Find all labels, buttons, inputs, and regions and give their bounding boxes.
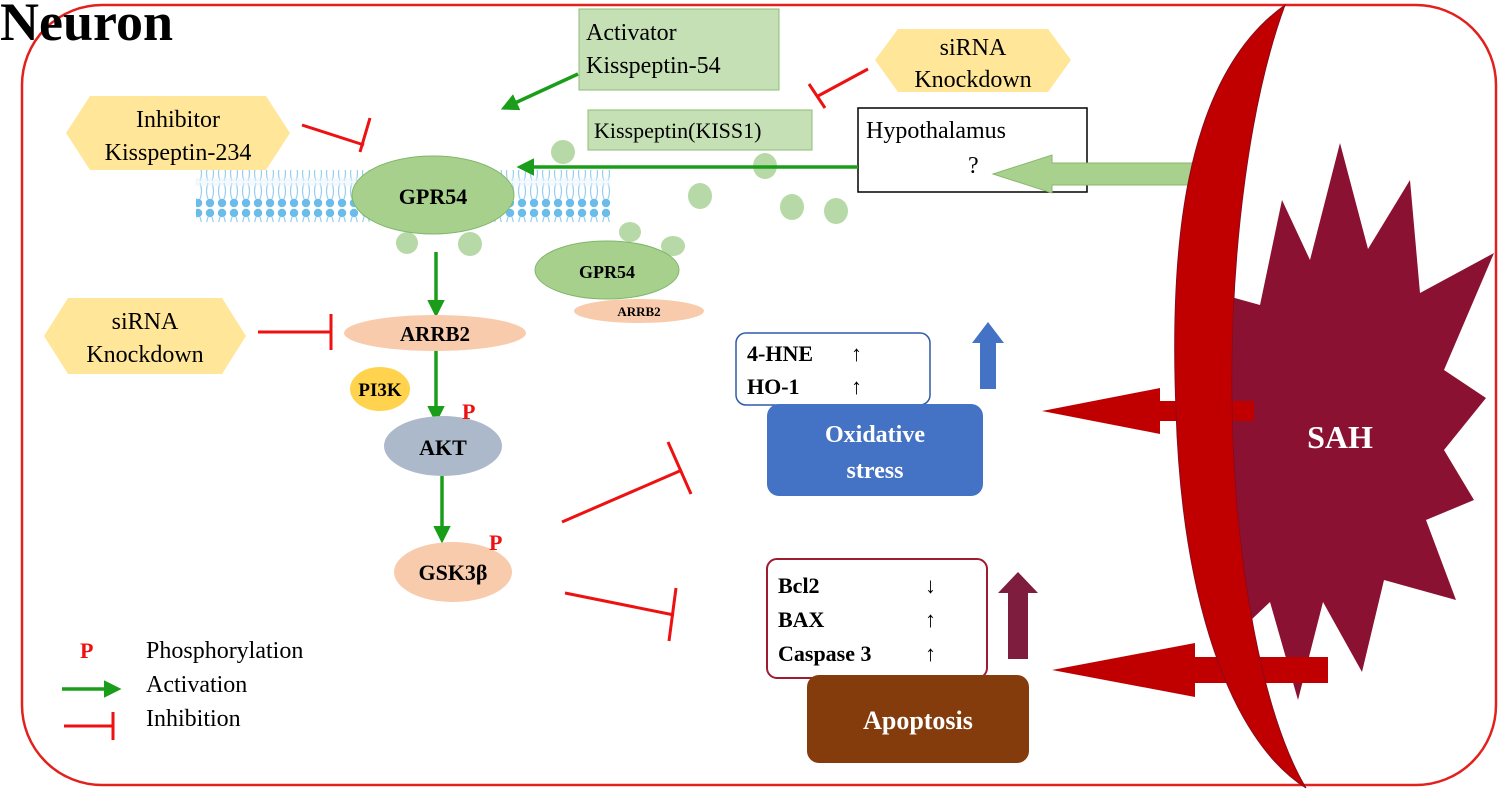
apoptosis-marker-1-arrow: ↓ bbox=[925, 573, 936, 598]
arrb2-internalized-label: ARRB2 bbox=[617, 304, 660, 319]
sirna-top-line2: Knockdown bbox=[914, 67, 1031, 93]
legend-activation-label: Activation bbox=[146, 672, 247, 698]
gpr54-internalized-label: GPR54 bbox=[579, 262, 635, 282]
inhibitor-inhibit-line bbox=[301, 123, 365, 147]
apoptosis-label: Apoptosis bbox=[863, 706, 973, 735]
legend-phosphorylation-label: Phosphorylation bbox=[146, 638, 303, 664]
apoptosis-marker-3-arrow: ↑ bbox=[925, 641, 936, 666]
sah-label: SAH bbox=[1307, 419, 1373, 455]
legend-inhibition-label: Inhibition bbox=[146, 706, 241, 732]
sirna-top-hexagon bbox=[875, 29, 1071, 92]
gsk3b-node bbox=[394, 542, 512, 602]
kisspeptin-box bbox=[587, 109, 813, 151]
sah-to-apoptosis-arrow bbox=[1052, 643, 1328, 697]
akt-label: AKT bbox=[419, 435, 467, 460]
arrb2-label: ARRB2 bbox=[400, 322, 470, 346]
kisspeptin-label: Kisspeptin(KISS1) bbox=[594, 118, 761, 143]
arrb2-internalized bbox=[574, 299, 704, 323]
inhibitor-hexagon bbox=[66, 96, 290, 170]
hypothalamus-question: ? bbox=[968, 153, 979, 179]
gpr54-receptor bbox=[351, 155, 515, 235]
sah-to-oxidative-arrow bbox=[1042, 388, 1254, 434]
gsk3b-label: GSK3β bbox=[418, 560, 487, 585]
activator-line1: Activator bbox=[586, 20, 677, 46]
akt-node bbox=[384, 416, 502, 476]
sirna-top-inhibit-line bbox=[817, 67, 869, 98]
oxidative-stress-line1: Oxidative bbox=[825, 422, 925, 448]
oxidative-increase-arrow bbox=[972, 322, 1004, 389]
activator-line2: Kisspeptin-54 bbox=[586, 53, 721, 79]
inhibitor-line1: Inhibitor bbox=[136, 107, 220, 133]
gpr54-internalized bbox=[534, 240, 680, 300]
apoptosis-marker-2-arrow: ↑ bbox=[925, 607, 936, 632]
kisspeptin-particles bbox=[396, 140, 848, 256]
skull-crescent bbox=[1174, 3, 1307, 789]
arrb2-node bbox=[344, 315, 526, 351]
apoptosis-increase-arrow bbox=[998, 572, 1038, 659]
sirna-left-line2: Knockdown bbox=[86, 342, 203, 368]
diagram-title: Neuron bbox=[0, 0, 173, 52]
oxidative-stress-box bbox=[767, 404, 983, 496]
oxidative-marker-1-name: 4-HNE bbox=[747, 341, 813, 366]
sirna-left-hexagon bbox=[44, 298, 246, 374]
activator-arrow bbox=[500, 72, 579, 111]
akt-phospho-mark: P bbox=[462, 399, 475, 424]
sah-starburst bbox=[1190, 143, 1494, 700]
pi3k-label: PI3K bbox=[358, 380, 402, 401]
gsk3b-inhibit-oxidative-line bbox=[561, 468, 683, 524]
oxidative-marker-2-name: HO-1 bbox=[747, 374, 800, 399]
apoptosis-marker-2-name: BAX bbox=[778, 607, 825, 632]
oxidative-marker-2-arrow: ↑ bbox=[851, 374, 862, 399]
hypothalamus-label: Hypothalamus bbox=[866, 118, 1006, 144]
gsk3b-phospho-mark: P bbox=[489, 530, 502, 555]
oxidative-stress-line2: stress bbox=[847, 458, 904, 484]
gpr54-label: GPR54 bbox=[399, 184, 467, 209]
apoptosis-marker-1-name: Bcl2 bbox=[778, 573, 820, 598]
legend-phospho-symbol: P bbox=[80, 638, 93, 663]
sirna-left-line1: siRNA bbox=[112, 309, 179, 335]
apoptosis-marker-3-name: Caspase 3 bbox=[778, 641, 872, 666]
activator-box bbox=[578, 8, 780, 91]
cell-boundary bbox=[20, 3, 1498, 787]
gsk3b-inhibit-apoptosis-line bbox=[564, 591, 675, 617]
inhibitor-line2: Kisspeptin-234 bbox=[105, 140, 252, 166]
sirna-top-line1: siRNA bbox=[940, 35, 1007, 61]
pi3k-node bbox=[350, 367, 410, 411]
oxidative-marker-1-arrow: ↑ bbox=[851, 341, 862, 366]
apoptosis-box bbox=[807, 675, 1029, 763]
